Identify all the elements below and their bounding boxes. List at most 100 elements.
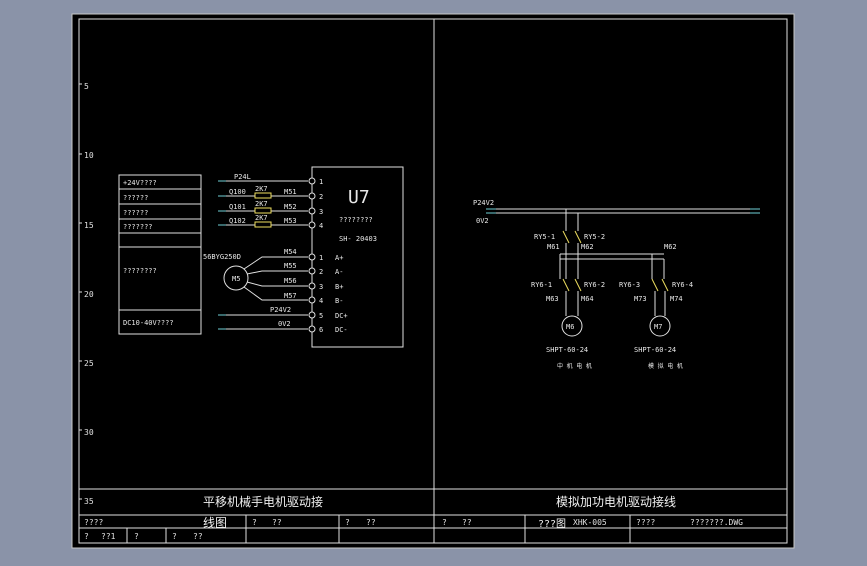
stepper-motor-m5 (223, 256, 308, 301)
wire-label: 0V2 (278, 320, 291, 328)
supply-label: 0V2 (476, 217, 489, 225)
terminal-label: DC10-40V???? (123, 319, 174, 327)
row-mark: 5 (84, 82, 89, 91)
left-title: 平移机械手电机驱动接 (203, 494, 323, 509)
pin-signal: B+ (335, 283, 343, 291)
title-cell: ?? (366, 518, 376, 527)
drawing-sheet (71, 13, 795, 549)
wire-arrows (218, 180, 226, 330)
wire-label: P24V2 (270, 306, 291, 314)
relay-label: RY6-3 (619, 281, 640, 289)
title-cell: ? (252, 518, 257, 527)
right-title-cont: ???图 (538, 518, 566, 530)
title-cell: ?? (272, 518, 282, 527)
pin-signal: DC- (335, 326, 348, 334)
input-label: Q100 (229, 188, 246, 196)
motor-model: SHPT-60-24 (546, 346, 588, 354)
pin-signal: A+ (335, 254, 343, 262)
relay-network (559, 209, 666, 316)
pin-number: 1 (319, 178, 323, 186)
wire-label: M51 (284, 188, 297, 196)
pin-number: 1 (319, 254, 323, 262)
title-cell: ? (442, 518, 447, 527)
drawing-number: XHK-005 (573, 518, 607, 527)
terminal-label: +24V???? (123, 179, 157, 187)
row-mark: 35 (84, 497, 94, 506)
supply-label: P24V2 (473, 199, 494, 207)
wire-label: M57 (284, 292, 297, 300)
resistors (254, 192, 272, 228)
pin-signal: DC+ (335, 312, 348, 320)
title-cell: ? (134, 532, 139, 541)
title-cell: ? (172, 532, 177, 541)
node-label: M73 (634, 295, 647, 303)
dc-motors (561, 315, 671, 337)
row-mark: 30 (84, 428, 94, 437)
node-label: M62 (581, 243, 594, 251)
pin-number: 6 (319, 326, 323, 334)
relay-label: RY5-2 (584, 233, 605, 241)
title-cell: ?? (193, 532, 203, 541)
row-mark: 25 (84, 359, 94, 368)
wire-label: M55 (284, 262, 297, 270)
motor-model: 56BYG250D (203, 253, 241, 261)
pin-number: 3 (319, 208, 323, 216)
node-label: M64 (581, 295, 594, 303)
title-cell: ? (345, 518, 350, 527)
motor-id: M5 (232, 275, 240, 283)
rail-arrows (486, 208, 760, 214)
file-name: ???????.DWG (690, 518, 743, 527)
pin-signal: A- (335, 268, 343, 276)
pin-number: 4 (319, 297, 323, 305)
pin-number: 2 (319, 193, 323, 201)
title-cell: ?? (462, 518, 472, 527)
terminal-block (118, 174, 202, 335)
title-cell: ? (84, 532, 89, 541)
relay-label: RY6-1 (531, 281, 552, 289)
title-block (79, 488, 787, 543)
motor-id: M6 (566, 323, 574, 331)
node-label: M63 (546, 295, 559, 303)
relay-label: RY6-4 (672, 281, 693, 289)
wire-label: M54 (284, 248, 297, 256)
wire-label: M53 (284, 217, 297, 225)
input-label: Q102 (229, 217, 246, 225)
driver-pins (308, 177, 316, 333)
terminal-label: ??????? (123, 223, 153, 231)
left-title-cont: 线图 (203, 516, 227, 530)
motor-model: SHPT-60-24 (634, 346, 676, 354)
node-label: M74 (670, 295, 683, 303)
pin-number: 2 (319, 268, 323, 276)
resistor-label: 2K7 (255, 185, 268, 193)
title-cell: ???? (84, 518, 103, 527)
terminal-label: ???????? (123, 267, 157, 275)
driver-title: U7 (348, 187, 370, 208)
supply-rails (490, 208, 760, 214)
pin-number: 4 (319, 222, 323, 230)
pin-number: 5 (319, 312, 323, 320)
title-cell: ???? (636, 518, 655, 527)
motor-note: 模 拟 电 机 (648, 362, 683, 370)
row-mark: 15 (84, 221, 94, 230)
motor-note: 中 机 电 机 (557, 362, 592, 370)
relay-label: RY6-2 (584, 281, 605, 289)
resistor-label: 2K7 (255, 200, 268, 208)
row-mark: 10 (84, 151, 94, 160)
row-mark: 20 (84, 290, 94, 299)
terminal-label: ?????? (123, 209, 148, 217)
node-label: M61 (547, 243, 560, 251)
driver-sub: ???????? (339, 216, 373, 224)
relay-label: RY5-1 (534, 233, 555, 241)
row-marks: 5 10 15 20 25 30 35 (84, 82, 94, 506)
pin-number: 3 (319, 283, 323, 291)
right-title: 模拟加功电机驱动接线 (556, 494, 676, 509)
wire-label: M56 (284, 277, 297, 285)
relay-contacts (562, 230, 669, 292)
title-cell: ??1 (101, 532, 116, 541)
motor-id: M7 (654, 323, 662, 331)
pin-signal: B- (335, 297, 343, 305)
terminal-label: ?????? (123, 194, 148, 202)
input-label: P24L (234, 173, 251, 181)
